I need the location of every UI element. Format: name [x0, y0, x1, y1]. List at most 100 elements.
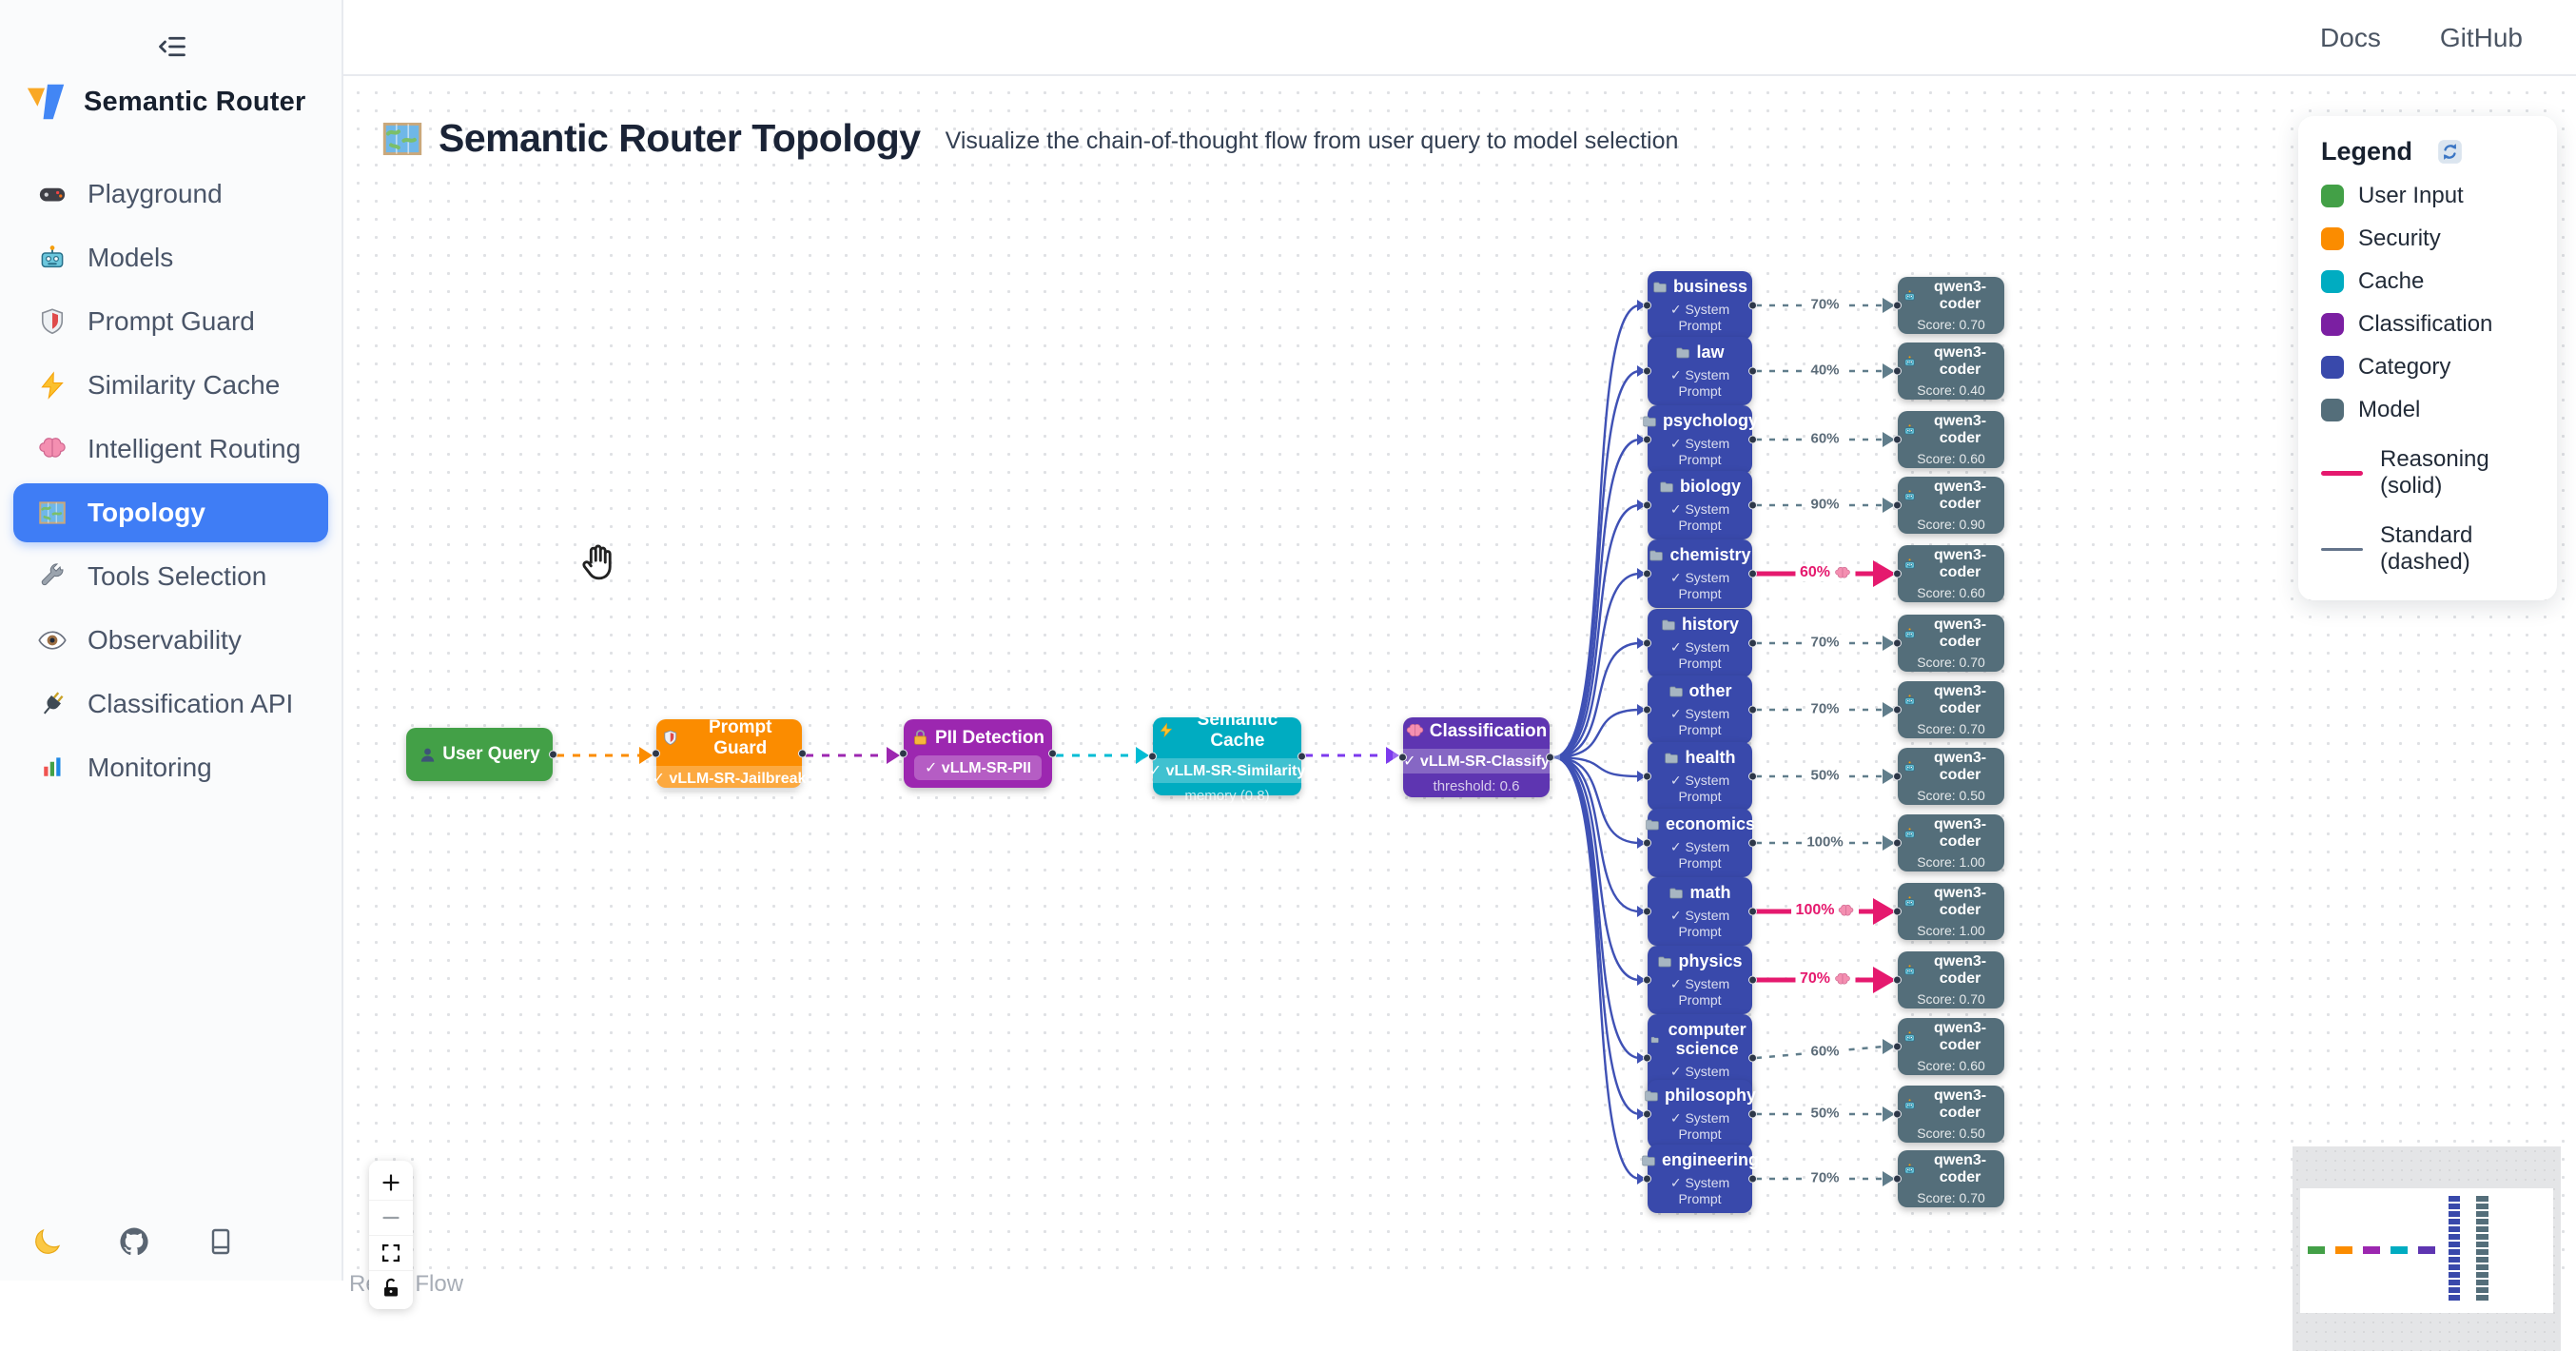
category-node-economics[interactable]: economics ✓ System Prompt [1643, 809, 1757, 877]
folder-icon [1659, 480, 1674, 495]
edge-confidence-label: 60% [1805, 1043, 1844, 1060]
minimap-node [2391, 1246, 2408, 1254]
github-link[interactable]: GitHub [2439, 23, 2523, 52]
model-score: Score: 1.00 [1917, 854, 1985, 870]
github-icon[interactable] [118, 1225, 150, 1258]
sidebar-item-prompt-guard[interactable]: Prompt Guard [13, 292, 328, 351]
model-score: Score: 0.70 [1917, 721, 1985, 736]
model-node-chemistry[interactable]: qwen3-coder Score: 0.60 [1893, 545, 2004, 602]
model-node-engineering[interactable]: qwen3-coder Score: 0.70 [1893, 1150, 2004, 1207]
category-node-philosophy[interactable]: philosophy ✓ System Prompt [1643, 1080, 1757, 1148]
flow-canvas[interactable]: Semantic Router Topology Visualize the c… [343, 76, 2576, 1351]
category-subtext: ✓ System Prompt [1669, 638, 1730, 671]
dark-mode-toggle-moon-icon[interactable] [32, 1226, 63, 1257]
category-node-other[interactable]: other ✓ System Prompt [1643, 676, 1757, 744]
model-node-math[interactable]: qwen3-coder Score: 1.00 [1893, 883, 2004, 940]
page-subtitle: Visualize the chain-of-thought flow from… [945, 127, 1679, 154]
legend-panel: Legend User Input Security Cache Classif… [2298, 116, 2557, 600]
legend-item-category: Category [2321, 354, 2534, 381]
model-node-biology[interactable]: qwen3-coder Score: 0.90 [1893, 477, 2004, 534]
minimap-node [2449, 1264, 2460, 1270]
docs-book-icon[interactable] [205, 1226, 236, 1257]
sidebar-item-tools-selection[interactable]: Tools Selection [13, 547, 328, 606]
model-node-computer-science[interactable]: qwen3-coder Score: 0.60 [1893, 1018, 2004, 1075]
category-node-physics[interactable]: physics ✓ System Prompt [1643, 946, 1757, 1014]
node-handle [1893, 569, 1902, 578]
docs-link[interactable]: Docs [2320, 23, 2381, 52]
category-node-psychology[interactable]: psychology ✓ System Prompt [1643, 405, 1758, 474]
sidebar-item-similarity-cache[interactable]: Similarity Cache [13, 356, 328, 415]
category-node-history[interactable]: history ✓ System Prompt [1643, 609, 1757, 677]
model-node-law[interactable]: qwen3-coder Score: 0.40 [1893, 343, 2004, 400]
sidebar-item-playground[interactable]: Playground [13, 165, 328, 224]
category-node-math[interactable]: math ✓ System Prompt [1643, 877, 1757, 946]
model-node-business[interactable]: qwen3-coder Score: 0.70 [1893, 277, 2004, 334]
category-name: physics [1678, 951, 1743, 971]
node-user-query[interactable]: User Query [406, 728, 557, 781]
category-node-business[interactable]: business ✓ System Prompt [1643, 271, 1757, 340]
refresh-icon[interactable] [2437, 139, 2463, 165]
node-handle [549, 750, 557, 759]
model-score: Score: 0.60 [1917, 585, 1985, 600]
sidebar-item-intelligent-routing[interactable]: Intelligent Routing [13, 420, 328, 479]
user-icon [419, 746, 437, 764]
model-name: qwen3-coder [1933, 1087, 1987, 1121]
model-node-physics[interactable]: qwen3-coder Score: 0.70 [1893, 951, 2004, 1008]
node-handle [1893, 705, 1902, 715]
model-name: qwen3-coder [1933, 750, 1987, 783]
edge-confidence-label: 100% [1802, 833, 1848, 851]
category-name: business [1672, 277, 1748, 297]
folder-icon [1669, 684, 1684, 699]
category-node-law[interactable]: law ✓ System Prompt [1643, 337, 1757, 405]
category-subtext: ✓ System Prompt [1669, 1174, 1730, 1206]
category-node-chemistry[interactable]: chemistry ✓ System Prompt [1643, 539, 1757, 608]
category-node-engineering[interactable]: engineering ✓ System Prompt [1648, 1145, 1759, 1213]
category-node-health[interactable]: health ✓ System Prompt [1643, 742, 1757, 811]
model-node-health[interactable]: qwen3-coder Score: 0.50 [1893, 748, 2004, 805]
node-prompt-guard[interactable]: Prompt Guard✓ vLLM-SR-Jailbreak [641, 717, 817, 791]
wrench-icon [38, 562, 67, 591]
node-handle [1643, 638, 1651, 648]
fit-view-button[interactable] [369, 1235, 413, 1270]
sidebar-item-classification-api[interactable]: Classification API [13, 675, 328, 734]
node-pii-detection[interactable]: PII Detection✓ vLLM-SR-PII [899, 719, 1057, 788]
legend-item-cache: Cache [2321, 268, 2534, 295]
category-name: economics [1665, 814, 1756, 834]
node-handle [1893, 838, 1902, 848]
sidebar-item-models[interactable]: Models [13, 228, 328, 287]
zoom-out-button[interactable] [369, 1200, 413, 1235]
edge-confidence-label: 50% [1805, 1105, 1844, 1122]
legend-item-classification: Classification [2321, 311, 2534, 338]
minimap-node [2449, 1204, 2460, 1209]
model-node-psychology[interactable]: qwen3-coder Score: 0.60 [1893, 411, 2004, 468]
minimap[interactable] [2293, 1146, 2561, 1351]
model-node-other[interactable]: qwen3-coder Score: 0.70 [1893, 681, 2004, 738]
model-node-history[interactable]: qwen3-coder Score: 0.70 [1893, 615, 2004, 672]
model-node-economics[interactable]: qwen3-coder Score: 1.00 [1893, 814, 2004, 871]
collapse-sidebar-button[interactable] [147, 27, 197, 67]
legend-label: Security [2358, 225, 2441, 251]
zoom-in-button[interactable] [369, 1165, 413, 1200]
lock-button[interactable] [369, 1270, 413, 1305]
chart-icon [38, 754, 67, 782]
page-title: Semantic Router Topology [439, 116, 921, 160]
node-handle [1893, 366, 1902, 376]
node-handle [1748, 569, 1757, 578]
category-name: psychology [1662, 411, 1759, 431]
model-node-philosophy[interactable]: qwen3-coder Score: 0.50 [1893, 1086, 2004, 1143]
node-handle [1398, 753, 1407, 762]
minimap-node [2449, 1295, 2460, 1301]
sidebar-item-topology[interactable]: Topology [13, 483, 328, 542]
minimap-node [2476, 1204, 2488, 1209]
node-handle [1643, 1174, 1651, 1184]
model-score: Score: 1.00 [1917, 923, 1985, 938]
sidebar-item-label: Tools Selection [88, 561, 267, 591]
legend-label: Standard (dashed) [2380, 522, 2473, 575]
sidebar-item-monitoring[interactable]: Monitoring [13, 738, 328, 797]
category-node-biology[interactable]: biology ✓ System Prompt [1643, 471, 1757, 539]
model-score: Score: 0.70 [1917, 1190, 1985, 1205]
sidebar-item-observability[interactable]: Observability [13, 611, 328, 670]
minimap-node [2476, 1264, 2488, 1270]
